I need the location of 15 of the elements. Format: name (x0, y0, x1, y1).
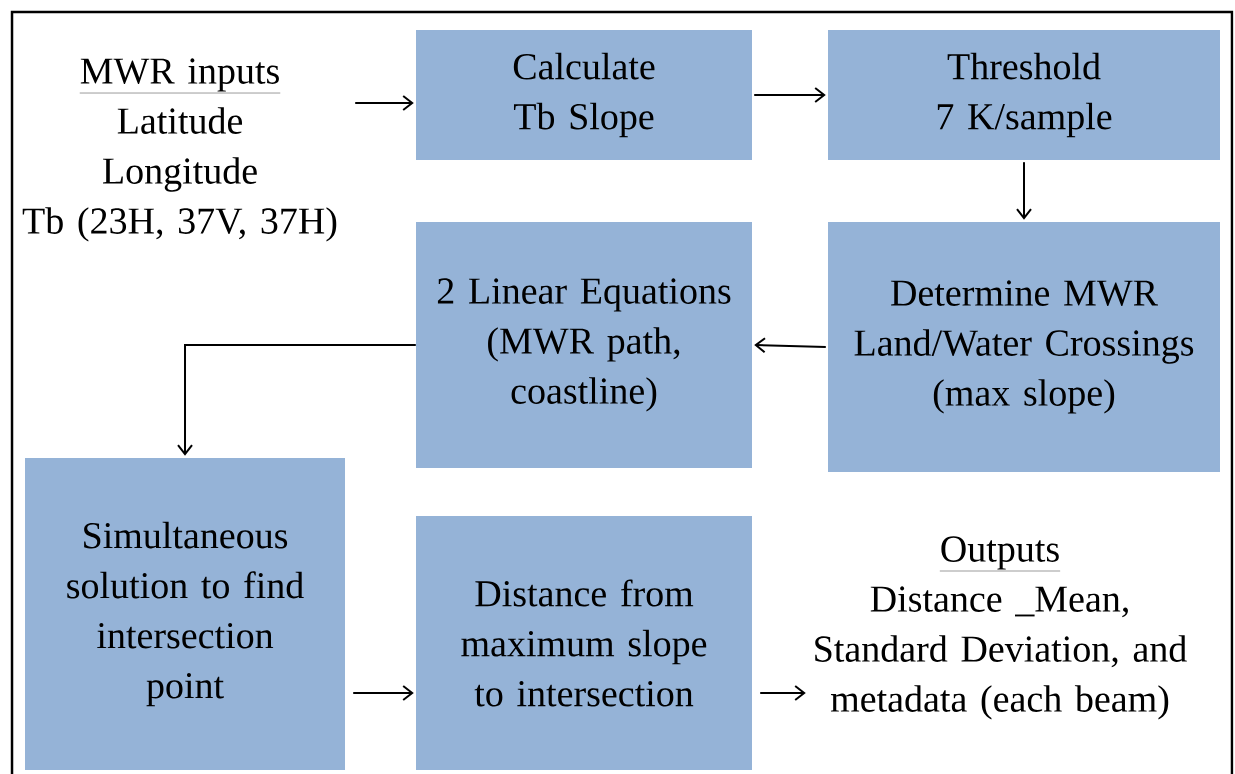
process-box: Threshold 7 K/sample (828, 30, 1220, 160)
arrow (177, 344, 417, 456)
arrow (352, 685, 414, 701)
arrow (753, 87, 826, 103)
arrow (754, 337, 827, 354)
arrow (354, 95, 414, 111)
process-box: Distance from maximum slope to intersection (416, 516, 752, 770)
arrow (759, 685, 806, 701)
arrow (1016, 161, 1032, 220)
process-box: Determine MWR Land/Water Crossings (max slope) (828, 222, 1220, 472)
process-box: Calculate Tb Slope (416, 30, 752, 160)
text-block: MWR inputs Latitude Longitude Tb (23H, 37V, 37H) (22, 58, 337, 242)
process-box: 2 Linear Equations (MWR path, coastline) (416, 222, 752, 468)
process-box: Simultaneous solution to find intersection point (25, 458, 345, 770)
text-block: Outputs Distance _Mean, Standard Deviation, and metadata (each beam) (815, 536, 1187, 720)
